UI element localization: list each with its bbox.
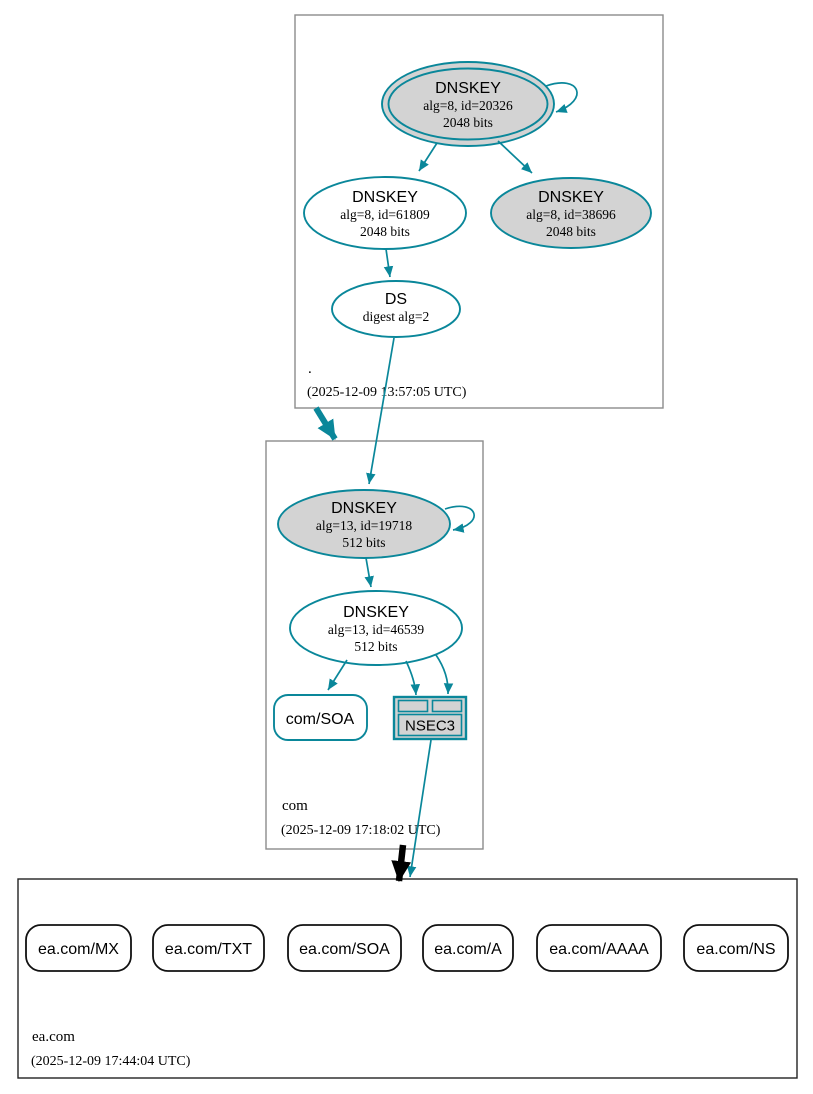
node-dnskey-61809-title: DNSKEY <box>352 189 418 206</box>
node-rrset-ea-com-aaaa[interactable] <box>536 924 662 972</box>
edge-root-zone-to-com-zone-delegation <box>313 406 338 441</box>
nsec3-cell-left <box>397 699 429 713</box>
node-dnskey-46539-detail2: 512 bits <box>354 639 397 654</box>
node-rrset-ea-com-mx[interactable] <box>25 924 132 972</box>
zone-box-com <box>265 440 484 850</box>
node-dnskey-20326-outer[interactable] <box>381 61 555 147</box>
node-com-soa[interactable] <box>273 694 368 741</box>
node-dnskey-20326-title: DNSKEY <box>435 80 501 97</box>
node-rrset-ea-com-txt[interactable] <box>152 924 265 972</box>
node-dnskey-46539-detail1: alg=13, id=46539 <box>328 622 424 637</box>
zone-timestamp-root: (2025-12-09 13:57:05 UTC) <box>307 385 467 400</box>
zone-label-com: com <box>282 798 308 814</box>
edge-dnskey46539-to-nsec3-right <box>435 654 454 695</box>
node-dnskey-46539[interactable] <box>289 590 463 666</box>
edge-ksk20326-self-loop <box>545 82 578 113</box>
node-dnskey-38696-detail1: alg=8, id=38696 <box>526 207 616 222</box>
rrset-label-mx: ea.com/MX <box>38 941 119 958</box>
node-ds-detail1: digest alg=2 <box>363 309 429 324</box>
edges-group <box>313 82 578 883</box>
node-rrset-ea-com-ns[interactable] <box>683 924 789 972</box>
node-dnskey-20326-detail1: alg=8, id=20326 <box>423 98 513 113</box>
zone-root-group: DNSKEY alg=8, id=20326 2048 bits DNSKEY … <box>303 61 652 400</box>
node-dnskey-61809-detail2: 2048 bits <box>360 224 410 239</box>
node-nsec3[interactable]: NSEC3 <box>392 695 468 741</box>
node-dnskey-20326-inner <box>387 67 549 141</box>
node-nsec3-label: NSEC3 <box>405 718 455 735</box>
node-com-soa-label: com/SOA <box>286 711 355 728</box>
edge-ksk20326-to-dnskey38696 <box>497 140 533 174</box>
edge-com-zone-to-ea-com-zone-delegation <box>391 844 412 883</box>
node-ds-root[interactable] <box>331 280 461 338</box>
node-rrset-ea-com-soa[interactable] <box>287 924 402 972</box>
nsec3-cell-right <box>431 699 463 713</box>
zone-timestamp-com: (2025-12-09 17:18:02 UTC) <box>281 823 441 838</box>
node-dnskey-38696-title: DNSKEY <box>538 189 604 206</box>
edge-ksk19718-self-loop <box>444 505 475 533</box>
edge-dnskey46539-to-com-soa <box>327 659 348 691</box>
edge-dnskey46539-to-nsec3-left <box>405 660 421 696</box>
nsec3-label-cell <box>397 713 463 737</box>
node-dnskey-38696[interactable] <box>490 177 652 249</box>
zone-com-group: DNSKEY alg=13, id=19718 512 bits DNSKEY … <box>273 489 468 838</box>
node-dnskey-19718-detail2: 512 bits <box>342 535 385 550</box>
node-dnskey-19718-title: DNSKEY <box>331 500 397 517</box>
rrset-label-soa: ea.com/SOA <box>299 941 390 958</box>
node-dnskey-46539-title: DNSKEY <box>343 604 409 621</box>
zone-timestamp-ea-com: (2025-12-09 17:44:04 UTC) <box>31 1054 191 1069</box>
node-rrset-ea-com-a[interactable] <box>422 924 514 972</box>
edge-ksk20326-to-dnskey61809 <box>418 142 438 172</box>
node-dnskey-19718[interactable] <box>277 489 451 559</box>
zone-box-ea-com <box>17 878 798 1079</box>
edge-ds-to-dnskey19718 <box>366 337 395 485</box>
node-dnskey-20326-detail2: 2048 bits <box>443 115 493 130</box>
rrset-label-a: ea.com/A <box>434 941 502 958</box>
node-dnskey-61809[interactable] <box>303 176 467 250</box>
rrset-label-txt: ea.com/TXT <box>165 941 252 958</box>
rrset-label-aaaa: ea.com/AAAA <box>549 941 649 958</box>
zone-ea-com-group: ea.com/MX ea.com/TXT ea.com/SOA ea.com/A… <box>25 924 789 1069</box>
edge-dnskey61809-to-ds <box>383 248 394 278</box>
node-dnskey-38696-detail2: 2048 bits <box>546 224 596 239</box>
node-dnskey-61809-detail1: alg=8, id=61809 <box>340 207 430 222</box>
edge-nsec3-to-ea-com-zone <box>406 739 432 878</box>
edge-dnskey19718-to-dnskey46539 <box>364 557 374 588</box>
node-ds-title: DS <box>385 291 407 308</box>
zone-box-root <box>294 14 664 409</box>
node-dnskey-19718-detail1: alg=13, id=19718 <box>316 518 412 533</box>
rrset-label-ns: ea.com/NS <box>696 941 775 958</box>
zone-label-ea-com: ea.com <box>32 1029 75 1045</box>
zone-label-root: . <box>308 361 312 377</box>
